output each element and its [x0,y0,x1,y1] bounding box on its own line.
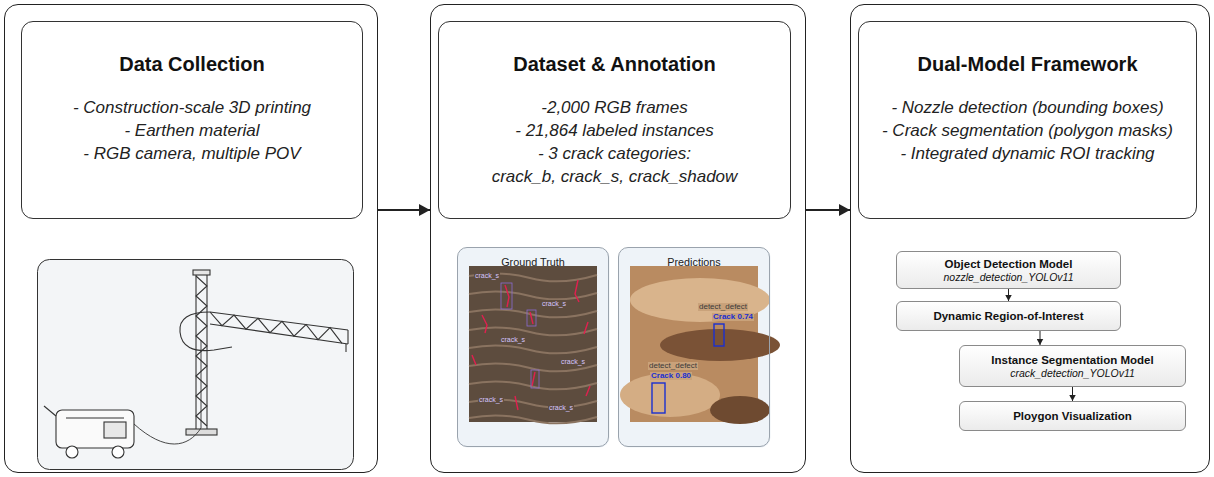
annotation-label: Crack 0.74 [712,313,754,321]
panel-heading: Data Collection [119,52,265,76]
stage-arrow [806,209,850,211]
annotation-label: crack_s [474,272,500,279]
image-caption: Predictions [619,255,769,269]
model-name: crack_detection_YOLOv11 [1010,367,1135,380]
bullet-item: - Nozzle detection (bounding boxes) [891,96,1163,119]
illustration-frame [38,260,354,470]
process-box: Instance Segmentation Modelcrack_detecti… [959,345,1186,387]
bullet-item: - 21,864 labeled instances [515,119,713,142]
annotation-label: Crack 0.80 [650,372,692,380]
process-box: Object Detection Modelnozzle_detection_Y… [896,251,1121,289]
ground-truth-image [469,266,597,423]
bullet-item: crack_b, crack_s, crack_shadow [492,165,738,188]
process-box: Ploygon Visualization [959,401,1186,431]
image-panel: Predictions [618,247,770,447]
annotation-label: detect_defect [648,362,698,370]
annotation-label: crack_s [548,404,574,411]
bullet-item: - RGB camera, multiple POV [83,142,300,165]
annotation-label: crack_s [500,336,526,343]
annotation-label: crack_s [560,358,586,365]
stage-panel: Data Collection - Construction-scale 3D p… [4,4,378,473]
bullet-item: - Earthen material [124,119,259,142]
bullet-item: -2,000 RGB frames [541,96,687,119]
summary-box: Data Collection - Construction-scale 3D p… [21,21,363,219]
process-box: Dynamic Region-of-Interest [896,301,1121,331]
summary-box: Dataset & Annotation -2,000 RGB frames- 2… [438,21,791,219]
bullet-item: - Crack segmentation (polygon masks) [882,119,1173,142]
prediction-image [620,266,780,424]
bullet-item: - Construction-scale 3D printing [73,96,311,119]
model-title: Ploygon Visualization [1013,409,1132,423]
image-panel-ground [458,248,610,448]
panel-heading: Dual-Model Framework [917,52,1137,76]
model-title: Object Detection Model [945,257,1073,271]
bullet-item: - 3 crack categories: [538,142,691,165]
flow-arrow [1072,387,1073,401]
annotation-label: crack_s [541,300,567,307]
stage-panel: Dual-Model Framework - Nozzle detection (… [850,4,1210,473]
image-caption: Ground Truth [458,255,608,269]
panel-heading: Dataset & Annotation [513,52,716,76]
annotation-label: detect_defect [698,303,748,311]
printer-illustration [44,270,348,458]
model-title: Instance Segmentation Model [991,353,1153,367]
annotation-label: crack_s [478,396,504,403]
model-name: nozzle_detection_YOLOv11 [944,271,1074,284]
summary-box: Dual-Model Framework - Nozzle detection (… [858,21,1197,219]
flow-arrow [1008,289,1009,301]
bullet-item: - Integrated dynamic ROI tracking [900,142,1154,165]
stage-arrow [378,209,430,211]
flow-arrow [1040,331,1041,345]
model-title: Dynamic Region-of-Interest [933,309,1083,323]
